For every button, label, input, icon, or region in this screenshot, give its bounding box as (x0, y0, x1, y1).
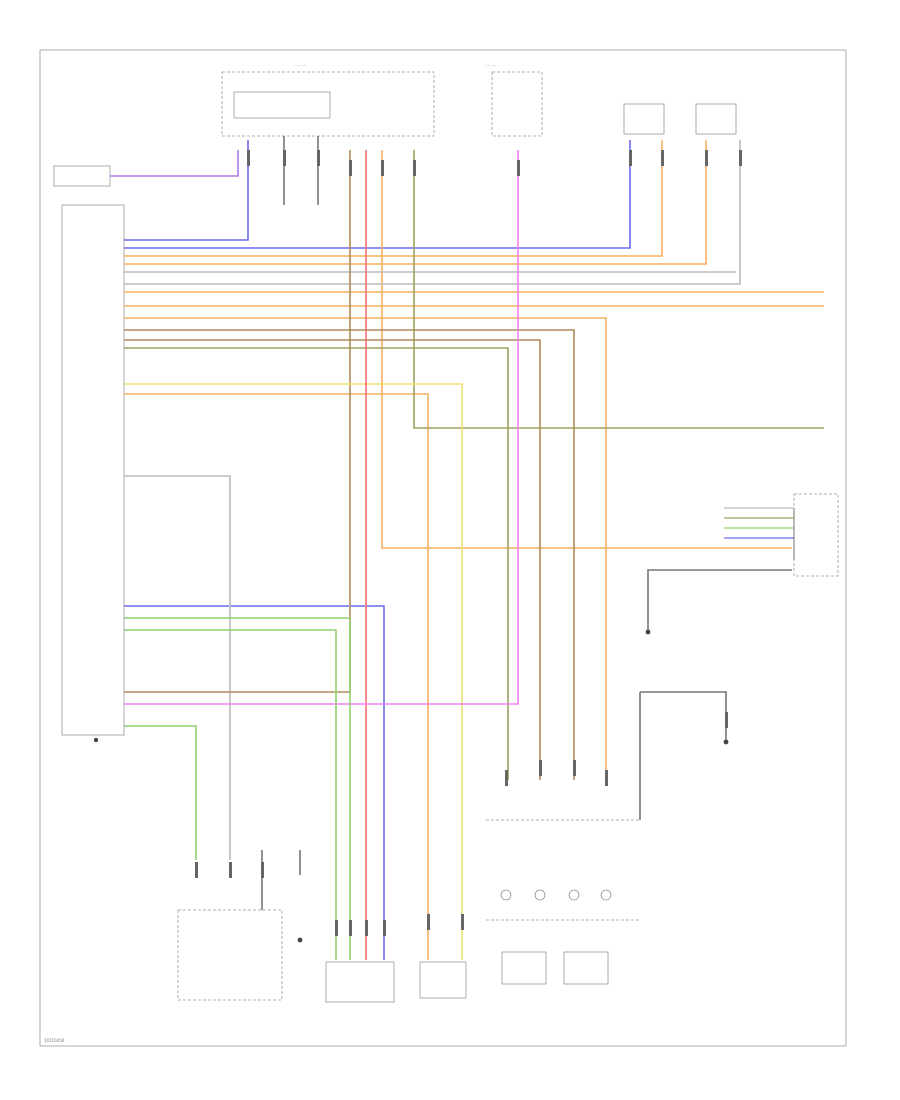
wire-orange-6 (124, 393, 429, 960)
ground-point-main (93, 737, 99, 743)
lower-right-unit-1 (501, 951, 547, 985)
footer-code: 10110456 (44, 1038, 65, 1043)
wire-violet-left (110, 150, 239, 177)
lower-center-right-unit (419, 961, 467, 999)
wire-orange-2 (124, 140, 707, 265)
ground-symbol-1 (645, 629, 651, 635)
svg-text:.... ....: .... .... (295, 62, 306, 67)
wire-olive-2 (124, 347, 509, 780)
wire-brown-3 (124, 150, 351, 693)
connector-stubs (195, 150, 742, 936)
ground-symbol-2 (723, 739, 729, 745)
main-control-module (61, 204, 125, 736)
wire-green-1 (124, 617, 351, 960)
wire-orange-5 (124, 317, 607, 780)
diagram-frame (39, 49, 847, 1047)
wire-blue-top (124, 140, 249, 241)
right-sensor-2 (695, 103, 737, 135)
top-fuse-box-right: .... .... (485, 62, 543, 137)
wire-brown-1 (124, 329, 575, 780)
right-connector-module (793, 493, 839, 577)
svg-text:.... ....: .... .... (485, 62, 496, 67)
wire-orange-1 (124, 140, 663, 257)
lower-left-switch-box (177, 909, 283, 1001)
wire-green-2 (124, 629, 337, 960)
wire-olive-1 (413, 150, 824, 429)
ground-wire-right-module (647, 569, 792, 630)
ground-wire-lower-right (640, 691, 727, 740)
wire-blue-right (124, 140, 631, 249)
ground-symbol-3 (297, 937, 303, 943)
wire-gray-3 (124, 475, 231, 860)
right-connector-leads (724, 507, 794, 539)
wire-blue-lower (124, 605, 385, 960)
right-sensor-1 (623, 103, 665, 135)
top-fuse-box-left: .... .... (221, 62, 435, 137)
lower-connector-row (500, 889, 612, 901)
wire-pink-1 (124, 150, 519, 705)
wire-orange-7 (381, 150, 792, 549)
wire-yellow-1 (124, 383, 463, 960)
wire-brown-2 (124, 339, 541, 780)
wire-gray-1 (124, 140, 741, 285)
wire-green-3 (124, 725, 197, 860)
lower-center-unit (325, 961, 395, 1003)
left-small-module (53, 165, 111, 187)
lower-right-unit-2 (563, 951, 609, 985)
